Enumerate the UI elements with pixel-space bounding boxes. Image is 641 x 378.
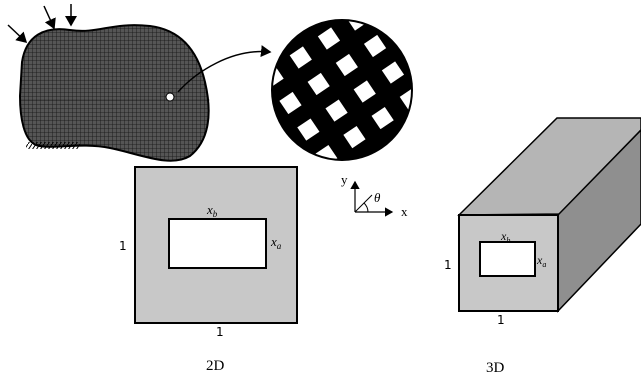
cell-2d-hole [168,218,267,269]
cell-2d-xb-label: xb [206,202,218,219]
cell-2d-bottom-label: 1 [216,325,224,339]
caption-3d: 3D [486,360,505,376]
load-arrow-2 [43,5,56,30]
unit-cell-2d: 1 1 xb xa 2D [119,166,298,374]
cell-2d-left-label: 1 [119,239,127,253]
unit-cell-3d: 1 1 xb xa 3D [444,117,641,376]
fixed-support-hatch [26,142,80,149]
cell-3d-xb-label: xb [500,229,510,245]
cell-3d-xa-label: xa [536,253,546,269]
cell-2d-xa-label: xa [270,234,282,251]
cell-3d-front-face [458,214,559,312]
material-point [165,92,175,102]
coordinate-axes: y x θ [341,172,408,219]
x-axis-label: x [401,204,408,219]
cell-3d-hole [479,241,536,277]
cell-3d-bottom-label: 1 [497,313,505,327]
angle-arc [363,202,369,213]
caption-2d: 2D [206,358,225,374]
body-mesh [18,24,210,162]
load-arrow-1 [7,24,28,44]
loaded-body [7,4,272,162]
zoom-arrow [177,45,272,93]
microstructure-circle [271,19,413,161]
y-axis-label: y [341,172,348,187]
angle-direction [354,194,373,213]
cell-3d-left-label: 1 [444,258,452,272]
angle-label: θ [374,190,381,205]
